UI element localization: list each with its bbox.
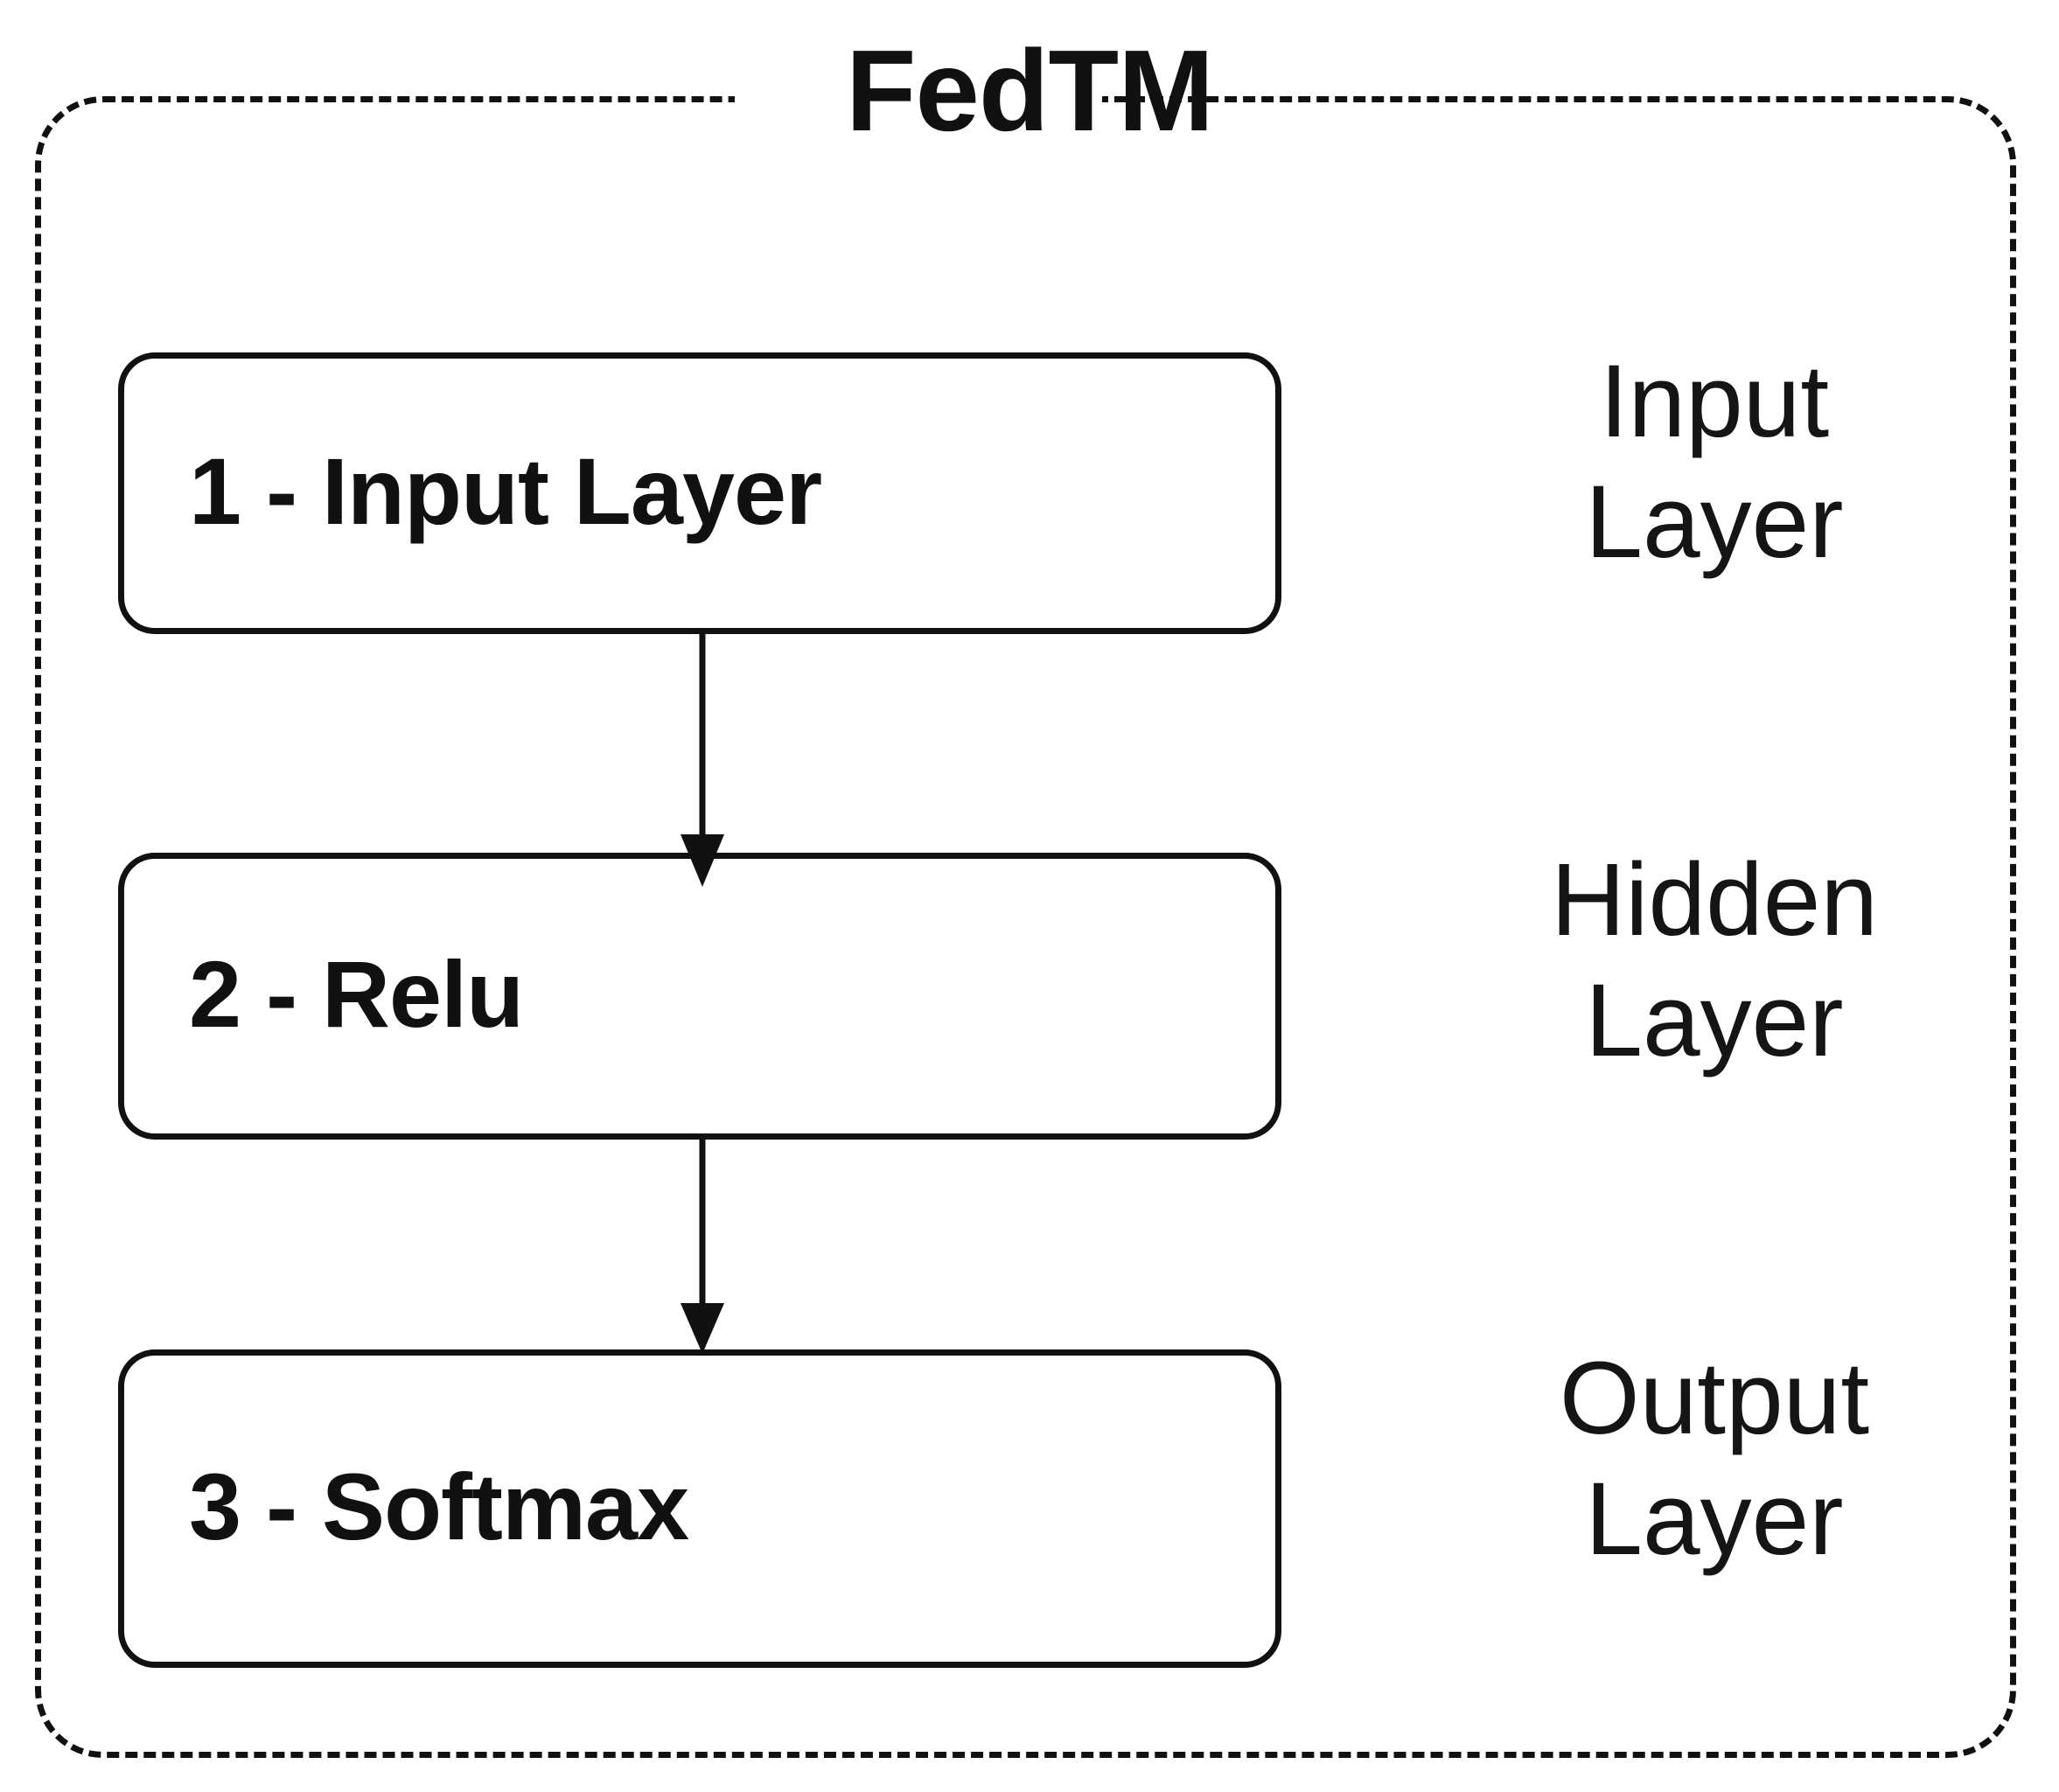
flow-arrow-input-to-relu [674, 628, 731, 889]
diagram-title: FedTM [845, 26, 1214, 155]
side-label-output-line1: Output [1559, 1341, 1870, 1456]
side-label-hidden-layer: Hidden Layer [1443, 840, 1986, 1081]
title-border-gap [735, 77, 1102, 126]
side-label-input-line1: Input [1599, 344, 1830, 459]
side-label-output-layer: Output Layer [1443, 1338, 1986, 1579]
layer-box-softmax-label: 3 - Softmax [189, 1453, 689, 1559]
side-label-input-layer: Input Layer [1443, 341, 1986, 582]
side-label-output-line2: Layer [1585, 1461, 1844, 1577]
layer-box-relu[interactable]: 2 - Relu [118, 853, 1281, 1140]
side-label-hidden-line1: Hidden [1551, 842, 1878, 958]
layer-box-input[interactable]: 1 - Input Layer [118, 352, 1281, 634]
layer-box-softmax[interactable]: 3 - Softmax [118, 1349, 1281, 1668]
side-label-hidden-line2: Layer [1585, 963, 1844, 1078]
layer-box-relu-label: 2 - Relu [189, 940, 524, 1047]
layer-box-input-label: 1 - Input Layer [189, 437, 822, 544]
flow-arrow-relu-to-softmax [674, 1133, 731, 1356]
side-label-input-line2: Layer [1585, 464, 1844, 580]
